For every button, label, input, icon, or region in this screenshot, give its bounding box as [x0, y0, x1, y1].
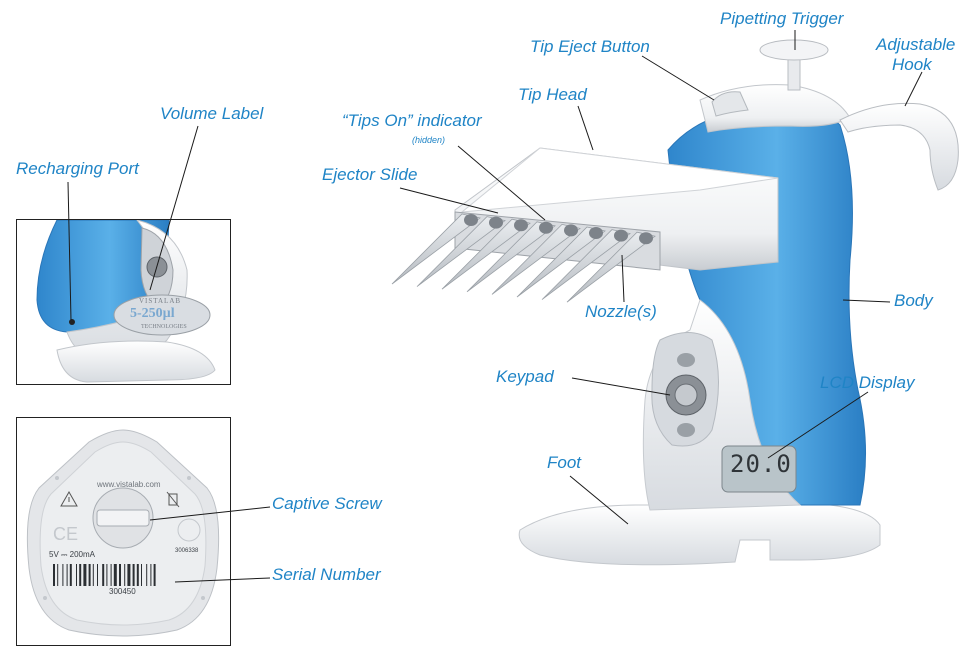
label-adjustable-hook-1: Adjustable [876, 35, 956, 54]
barcode-bar [124, 564, 126, 586]
nozzle [464, 214, 478, 226]
label-recharging-port: Recharging Port [16, 159, 139, 178]
label-tip-eject-button: Tip Eject Button [530, 37, 650, 56]
foot-shape [518, 504, 881, 566]
label-volume-label: Volume Label [160, 104, 264, 123]
nozzle [614, 229, 628, 242]
inset-side-view: VISTALAB 5-250µl TECHNOLOGIES [16, 219, 231, 385]
code-text: 3006338 [175, 548, 199, 554]
waste-bin-icon [166, 491, 180, 508]
barcode-bar [53, 564, 55, 586]
volume-brand-top: VISTALAB [139, 297, 182, 305]
bottom-view-drawing: CE [26, 429, 220, 637]
barcode-bar [102, 564, 105, 586]
barcode-bar [150, 564, 152, 586]
barcode-bar [69, 564, 72, 586]
label-adjustable-hook-2: Hook [892, 55, 932, 74]
volume-range: 5-250µl [130, 306, 175, 321]
power-rating-text: 5V ⎓ 200mA [49, 550, 95, 559]
label-nozzles: Nozzle(s) [585, 302, 657, 321]
ce-mark-icon: CE [53, 524, 78, 544]
barcode-bar [110, 564, 112, 586]
barcode-bar [76, 564, 77, 586]
label-keypad: Keypad [496, 367, 554, 386]
label-body: Body [894, 291, 933, 310]
barcode-bar [97, 564, 98, 586]
label-ejector-slide: Ejector Slide [322, 165, 418, 184]
serial-text: 300450 [109, 587, 136, 596]
svg-text:CE: CE [53, 524, 78, 544]
nozzle [564, 224, 578, 237]
barcode-bar [66, 564, 68, 586]
barcode-bar [88, 564, 91, 586]
barcode-bar [83, 564, 87, 586]
barcode [53, 564, 156, 586]
label-tip-head: Tip Head [518, 85, 587, 104]
lcd-screen-shape [721, 445, 797, 493]
nozzle [589, 227, 603, 239]
label-pipetting-trigger: Pipetting Trigger [720, 9, 844, 28]
barcode-bar [57, 564, 59, 586]
leader-lines [399, 30, 923, 525]
label-tips-on-hidden: (hidden) [412, 135, 446, 145]
lcd-value: 20.0 [730, 450, 792, 478]
barcode-bar [136, 564, 139, 586]
barcode-bar [62, 564, 64, 586]
label-foot: Foot [547, 453, 582, 472]
barcode-bar [141, 564, 142, 586]
barcode-bar [106, 564, 108, 586]
barcode-bar [92, 564, 94, 586]
barcode-bar [132, 564, 135, 586]
warning-icon [60, 490, 78, 507]
label-tips-on-indicator: “Tips On” indicator [342, 111, 482, 130]
label-captive-screw: Captive Screw [272, 494, 382, 513]
label-lcd-display: LCD Display [820, 373, 915, 392]
nozzle [639, 232, 653, 245]
inset-bottom-view: CE www.vistalab.com 5V ⎓ 200mA 3006338 3… [16, 417, 231, 646]
trigger-cap [759, 39, 829, 61]
nozzle [539, 221, 553, 234]
barcode-bar [119, 564, 121, 586]
side-view-drawing [36, 220, 216, 383]
label-serial-number: Serial Number [272, 565, 381, 584]
website-text: www.vistalab.com [97, 480, 161, 489]
nozzle [489, 216, 503, 229]
hook-shape [839, 102, 959, 191]
volume-brand-bottom: TECHNOLOGIES [141, 324, 187, 330]
volume-label-oval [113, 294, 211, 336]
nozzle [514, 219, 528, 232]
eject-button-shape [711, 91, 749, 117]
recharging-port-dot [69, 319, 75, 325]
pipette-tips [391, 213, 656, 303]
pipette-main [391, 39, 959, 566]
barcode-bar [127, 564, 131, 586]
barcode-bar [113, 564, 117, 586]
barcode-bar [146, 564, 148, 586]
barcode-bar [153, 564, 156, 586]
barcode-bar [79, 564, 82, 586]
